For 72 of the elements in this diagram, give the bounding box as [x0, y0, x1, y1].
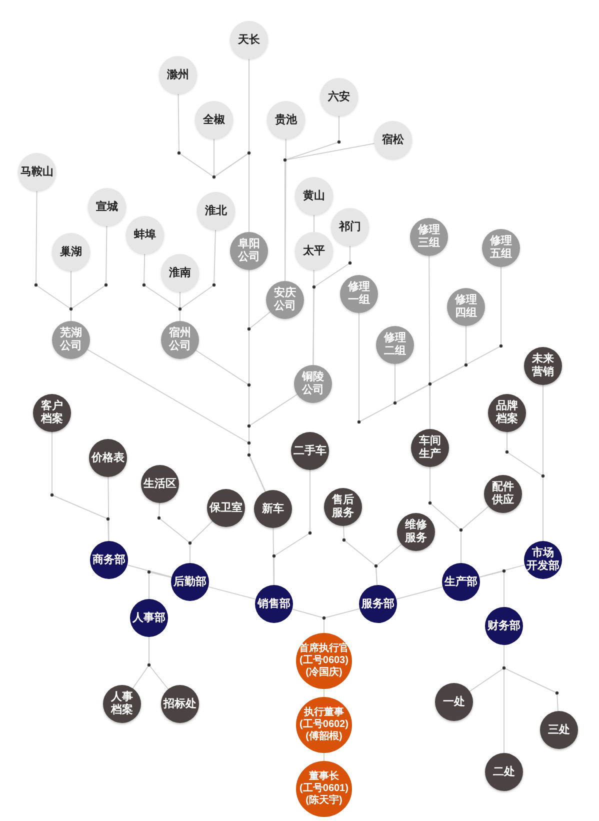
- node-label: 后勤部: [174, 576, 206, 588]
- node-label: 人事档案: [111, 691, 133, 717]
- node-label: 修理三组: [418, 224, 440, 250]
- connector-line: [478, 564, 526, 578]
- node-label: (工号0603): [300, 655, 348, 666]
- node-label: 天长: [238, 34, 260, 46]
- node-label: 销售部: [258, 598, 290, 610]
- node-label: 生产部: [444, 576, 478, 588]
- node-label: 一处: [443, 696, 465, 708]
- node-label: 执行董事: [304, 707, 344, 719]
- node-label: 未来营销: [532, 353, 554, 379]
- connector-line: [148, 636, 169, 690]
- node-label: 品牌档案: [496, 400, 518, 426]
- node-label: 二处: [493, 766, 515, 778]
- node-label: 修理一组: [348, 281, 370, 307]
- connector-line: [208, 586, 256, 600]
- node-label: 人事部: [132, 612, 166, 624]
- node-label: 太平: [303, 244, 325, 258]
- node-label: 宿松: [382, 134, 404, 146]
- node-label: 全椒: [203, 114, 225, 126]
- connector-line: [396, 586, 444, 600]
- node-label: 售后服务: [332, 494, 354, 520]
- node-label: 修理五组: [490, 235, 512, 261]
- connector-line: [108, 476, 110, 542]
- node-label: 修理二组: [384, 332, 406, 358]
- node-label: (陈天宇): [306, 795, 342, 807]
- node-label: (冷国庆): [306, 667, 342, 679]
- connector-line: [375, 544, 402, 586]
- node-label: 维修服务: [405, 519, 427, 545]
- node-label: 价格表: [92, 452, 124, 464]
- node-label: (工号0601): [300, 783, 348, 794]
- node-label: 马鞍山: [20, 166, 54, 178]
- connector-line: [478, 570, 504, 608]
- node-label: 生活区: [144, 478, 176, 490]
- node-label: 蚌埠: [134, 228, 156, 242]
- node-label: 三处: [548, 724, 570, 736]
- connector-line: [126, 564, 172, 578]
- node-label: 芜湖公司: [60, 327, 82, 353]
- node-label: 配件供应: [492, 481, 514, 507]
- node-label: 商务部: [92, 554, 126, 566]
- node-label: 招标处: [164, 698, 196, 710]
- node-label: 滁州: [167, 68, 189, 82]
- node-label: 黄山: [303, 190, 325, 202]
- node-label: (工号0602): [300, 719, 348, 730]
- connector-line: [214, 138, 250, 232]
- node-label: 淮北: [205, 204, 227, 218]
- connector-line: [148, 571, 172, 600]
- node-label: 宣城: [96, 200, 118, 214]
- node-label: 安庆公司: [274, 287, 296, 313]
- node-label: 二手车: [294, 444, 326, 458]
- node-label: 市场开发部: [526, 547, 560, 573]
- node-label: 董事长: [309, 771, 339, 783]
- node-label: 保卫室: [210, 502, 242, 514]
- node-label: 修理四组: [455, 294, 477, 320]
- connector-line: [274, 470, 310, 586]
- connector-line: [324, 608, 360, 634]
- connector-line: [52, 432, 110, 542]
- node-label: 服务部: [362, 598, 394, 610]
- node-label: 贵池: [275, 114, 297, 126]
- node-label: 新车: [262, 502, 284, 516]
- connector-line: [312, 246, 350, 366]
- node-label: 祁门: [339, 220, 361, 234]
- node-label: 巢湖: [60, 246, 82, 258]
- node-label: 客户档案: [41, 400, 63, 426]
- node-label: (傅韶根): [306, 731, 342, 743]
- node-label: 财务部: [488, 620, 520, 632]
- node-label: 淮南: [169, 266, 191, 280]
- node-label: 铜陵公司: [302, 371, 324, 397]
- node-label: 阜阳公司: [238, 238, 260, 264]
- node-label: 六安: [328, 90, 350, 104]
- node-label: 宿州公司: [169, 327, 191, 353]
- node-label: 车间生产: [419, 435, 441, 461]
